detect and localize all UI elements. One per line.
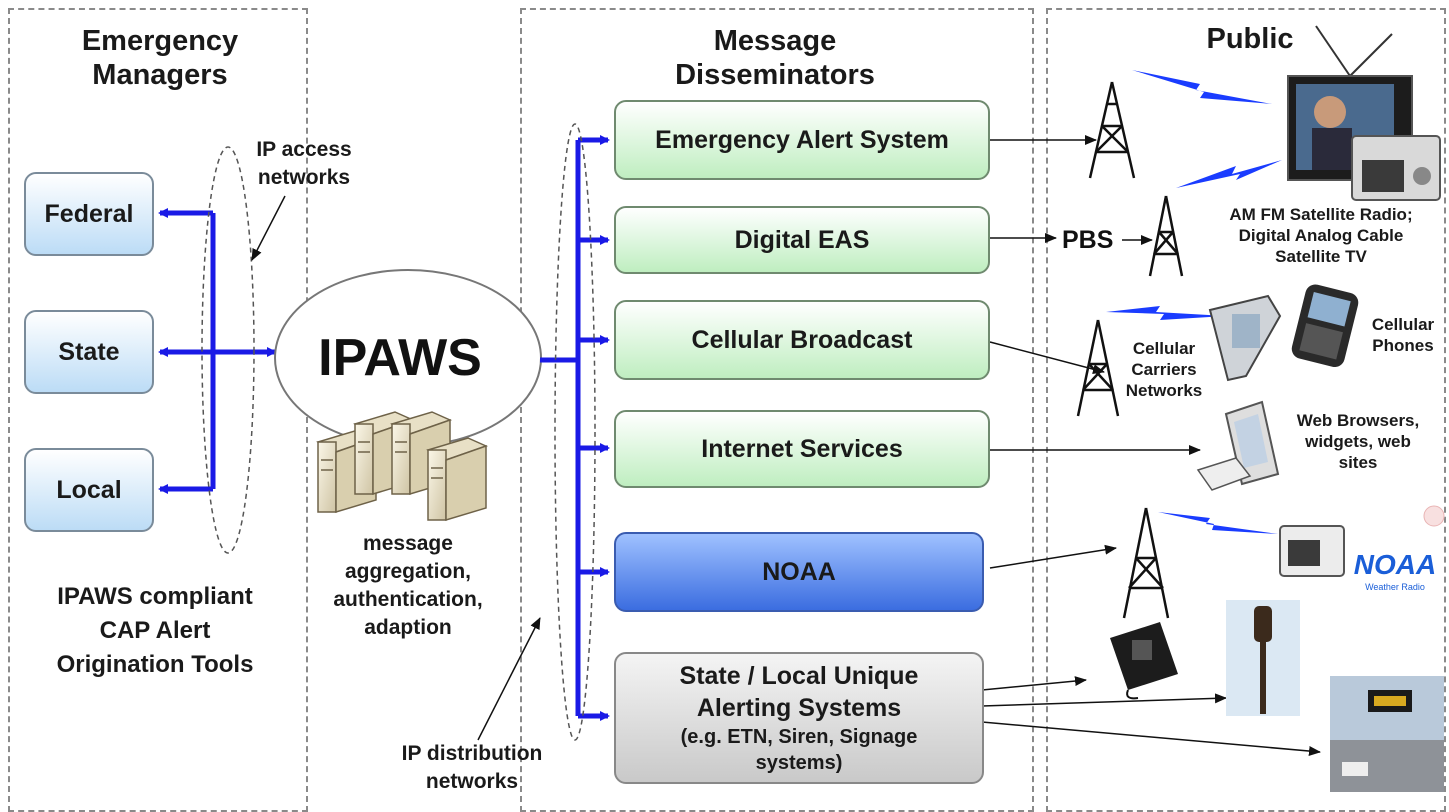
weather-radio-icon: [1279, 525, 1345, 577]
pbs-label: PBS: [1062, 226, 1114, 254]
state-local-line-2: Alerting Systems: [696, 694, 902, 722]
state-local-sub-2: systems): [755, 752, 843, 774]
computer-icon: [1196, 400, 1280, 491]
noaa-logo-text: NOAA: [1354, 549, 1436, 580]
cellular-broadcast-box: Cellular Broadcast: [614, 300, 990, 380]
smartphone-icon: [1291, 284, 1359, 368]
highway-sign-icon: [1330, 676, 1444, 792]
origination-tools-label: IPAWS compliant CAP Alert Origination To…: [56, 583, 254, 678]
ip-access-ellipse: [201, 146, 255, 554]
web-browsers-label: Web Browsers, widgets, web sites: [1296, 411, 1420, 472]
message-disseminators-title: Message Disseminators: [675, 25, 875, 91]
ip-distribution-label: IP distribution networks: [401, 742, 543, 793]
ipaws-caption: message aggregation, authentication, ada…: [333, 532, 483, 639]
manager-connectors: [158, 208, 277, 494]
disseminator-connectors: [540, 135, 610, 721]
ip-distribution-ellipse: [554, 123, 596, 741]
federal-node: Federal: [24, 172, 154, 256]
noaa-logo-subtext: Weather Radio: [1365, 582, 1425, 592]
emergency-managers-title: Emergency Managers: [81, 25, 239, 91]
internet-services-box: Internet Services: [614, 410, 990, 488]
server-stack-icon: [316, 411, 489, 522]
radio-icon: [1351, 135, 1441, 201]
state-node: State: [24, 310, 154, 394]
telephone-icon: [1110, 622, 1178, 700]
tower-icon: [1088, 81, 1136, 179]
signal-icon: [1106, 70, 1282, 534]
public-connectors: [981, 135, 1321, 757]
tower-icon: [1076, 319, 1120, 417]
ipaws-label: IPAWS: [318, 329, 482, 387]
emergency-alert-system-box: Emergency Alert System: [614, 100, 990, 180]
flip-phone-icon: [1208, 294, 1282, 382]
state-local-line-1: State / Local Unique: [679, 662, 919, 690]
state-local-alerting-box: State / Local Unique Alerting Systems (e…: [614, 652, 984, 784]
local-node: Local: [24, 448, 154, 532]
public-title: Public: [1206, 23, 1294, 55]
ip-access-label: IP access networks: [256, 138, 352, 189]
noaa-logo: NOAA Weather Radio: [1354, 549, 1436, 592]
tower-icon: [1148, 195, 1184, 277]
radio-tv-label: AM FM Satellite Radio; Digital Analog Ca…: [1229, 205, 1413, 266]
tower-icon: [1122, 507, 1170, 619]
siren-icon: [1226, 600, 1300, 716]
cellular-phones-label: Cellular Phones: [1371, 315, 1435, 355]
state-local-sub-1: (e.g. ETN, Siren, Signage: [680, 726, 918, 748]
noaa-box: NOAA: [614, 532, 984, 612]
cellular-carriers-label: Cellular Carriers Networks: [1125, 339, 1203, 400]
badge-icon: [1423, 505, 1445, 527]
digital-eas-box: Digital EAS: [614, 206, 990, 274]
